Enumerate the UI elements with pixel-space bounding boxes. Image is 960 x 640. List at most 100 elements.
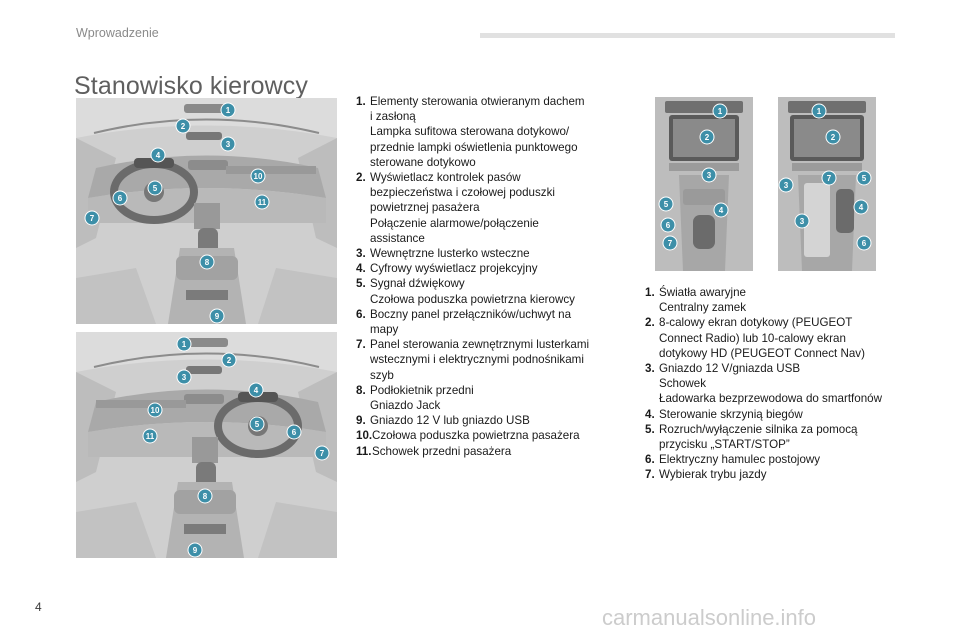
callout-6: 6: [666, 221, 671, 230]
callout-2: 2: [181, 122, 186, 131]
callout-2: 2: [831, 133, 836, 142]
watermark: carmanualsonline.info: [602, 605, 817, 630]
legend-item-3: 3. Wewnętrzne lusterko wsteczne: [356, 246, 618, 261]
callout-5: 5: [862, 174, 867, 183]
callout-3: 3: [784, 181, 789, 190]
callout-3: 3: [182, 373, 187, 382]
legend-item-2: 2. Wyświetlacz kontrolek pasów bezpiecze…: [356, 170, 618, 246]
legend-text: Gniazdo 12 V lub gniazdo USB: [370, 414, 530, 428]
legend-item-1: 1. Światła awaryjne Centralny zamek: [645, 285, 925, 315]
legend-item-2: 2. 8-calowy ekran dotykowy (PEUGEOT Conn…: [645, 315, 925, 361]
console-figure-right: 1 2 3 3 7 5 4 6: [778, 97, 876, 271]
callout-7: 7: [827, 174, 832, 183]
callout-1: 1: [182, 340, 187, 349]
section-header: Wprowadzenie: [76, 26, 159, 40]
legend-driver-area: 1. Elementy sterowania otwieranym dachem…: [356, 94, 618, 459]
legend-item-9: 9. Gniazdo 12 V lub gniazdo USB: [356, 413, 618, 428]
legend-text: Sterowanie skrzynią biegów: [659, 407, 803, 421]
callout-4: 4: [859, 203, 864, 212]
callout-7: 7: [90, 214, 95, 223]
legend-number: 1.: [356, 95, 366, 108]
legend-item-10: 10. Czołowa poduszka powietrzna pasażera: [356, 428, 618, 443]
legend-text: sterowane dotykowo: [370, 155, 476, 169]
callout-6: 6: [292, 428, 297, 437]
legend-text: Lampka sufitowa sterowana dotykowo/: [370, 125, 570, 139]
legend-text: mapy: [370, 323, 399, 337]
legend-number: 2.: [356, 171, 366, 185]
legend-text: Gniazdo 12 V/gniazda USB: [659, 362, 801, 376]
legend-number: 3.: [356, 247, 366, 261]
legend-text: przednie lampki oświetlenia punktowego: [370, 140, 578, 154]
callout-10: 10: [151, 406, 160, 415]
legend-text: Połączenie alarmowe/połączenie: [370, 216, 539, 230]
console-figure-left: 1 2 3 4 5 6 7: [655, 97, 753, 271]
callout-4: 4: [254, 386, 259, 395]
callout-1: 1: [718, 107, 723, 116]
dashboard-figure-rhd: 1 2 3 4 5 6 7 8 9 10 11: [76, 332, 337, 558]
legend-text: 8-calowy ekran dotykowy (PEUGEOT: [659, 316, 853, 330]
legend-item-8: 8. Podłokietnik przedni Gniazdo Jack: [356, 383, 618, 413]
legend-text: Elektryczny hamulec postojowy: [659, 453, 821, 467]
legend-item-6: 6. Elektryczny hamulec postojowy: [645, 452, 925, 467]
legend-text: Connect Radio) lub 10-calowy ekran: [659, 331, 846, 345]
callout-9: 9: [193, 546, 198, 555]
legend-text: Rozruch/wyłączenie silnika za pomocą: [659, 422, 858, 436]
callout-3: 3: [800, 217, 805, 226]
legend-number: 6.: [356, 307, 366, 321]
callout-5: 5: [255, 420, 260, 429]
callout-5: 5: [153, 184, 158, 193]
legend-text: powietrznej pasażera: [370, 201, 480, 215]
callout-2: 2: [705, 133, 710, 142]
legend-text: Ładowarka bezprzewodowa do smartfonów: [659, 392, 882, 406]
legend-number: 4.: [356, 262, 366, 276]
legend-number: 8.: [356, 383, 366, 397]
legend-text: Gniazdo Jack: [370, 399, 441, 413]
legend-text: Schowek przedni pasażera: [372, 444, 512, 458]
legend-item-5: 5. Rozruch/wyłączenie silnika za pomocą …: [645, 422, 925, 452]
legend-text: Schowek: [659, 377, 707, 391]
legend-item-3: 3. Gniazdo 12 V/gniazda USB Schowek Łado…: [645, 361, 925, 407]
legend-item-5: 5. Sygnał dźwiękowy Czołowa poduszka pow…: [356, 276, 618, 306]
legend-number: 6.: [645, 453, 655, 467]
callout-2: 2: [227, 356, 232, 365]
header-divider: [480, 33, 895, 38]
legend-number: 5.: [356, 277, 366, 291]
legend-text: Panel sterowania zewnętrznymi lusterkami: [370, 338, 590, 352]
callout-8: 8: [203, 492, 208, 501]
callout-6: 6: [118, 194, 123, 203]
legend-text: Wybierak trybu jazdy: [659, 468, 767, 482]
legend-text: Wyświetlacz kontrolek pasów: [370, 171, 521, 185]
legend-text: dotykowy HD (PEUGEOT Connect Nav): [659, 346, 865, 360]
page-number: 4: [35, 600, 42, 614]
dashboard-figure-lhd: 1 2 3 4 5 6 7 8 9 10 11: [76, 98, 337, 324]
callout-4: 4: [156, 151, 161, 160]
callout-1: 1: [817, 107, 822, 116]
legend-text: szyb: [370, 368, 394, 382]
legend-number: 4.: [645, 407, 655, 421]
legend-center-console: 1. Światła awaryjne Centralny zamek 2. 8…: [645, 285, 925, 483]
legend-text: przycisku „START/STOP”: [659, 438, 790, 452]
legend-number: 5.: [645, 422, 655, 436]
callout-9: 9: [215, 312, 220, 321]
legend-number: 10.: [356, 429, 373, 443]
legend-number: 11.: [356, 444, 372, 458]
legend-number: 2.: [645, 316, 655, 330]
callout-3: 3: [226, 140, 231, 149]
legend-text: Czołowa poduszka powietrzna kierowcy: [370, 292, 575, 306]
legend-item-7: 7. Panel sterowania zewnętrznymi lusterk…: [356, 337, 618, 383]
callout-4: 4: [719, 206, 724, 215]
callout-6: 6: [862, 239, 867, 248]
legend-text: Centralny zamek: [659, 301, 746, 315]
legend-text: Boczny panel przełączników/uchwyt na: [370, 307, 572, 321]
legend-item-4: 4. Cyfrowy wyświetlacz projekcyjny: [356, 261, 618, 276]
callout-3: 3: [707, 171, 712, 180]
legend-number: 3.: [645, 362, 655, 376]
callout-5: 5: [664, 200, 669, 209]
legend-number: 9.: [356, 414, 366, 428]
legend-text: wstecznymi i elektrycznymi podnośnikami: [370, 353, 584, 367]
callout-11: 11: [146, 432, 155, 441]
legend-text: Podłokietnik przedni: [370, 383, 474, 397]
legend-number: 7.: [356, 338, 366, 352]
legend-item-7: 7. Wybierak trybu jazdy: [645, 467, 925, 482]
legend-text: Elementy sterowania otwieranym dachem: [370, 95, 585, 108]
